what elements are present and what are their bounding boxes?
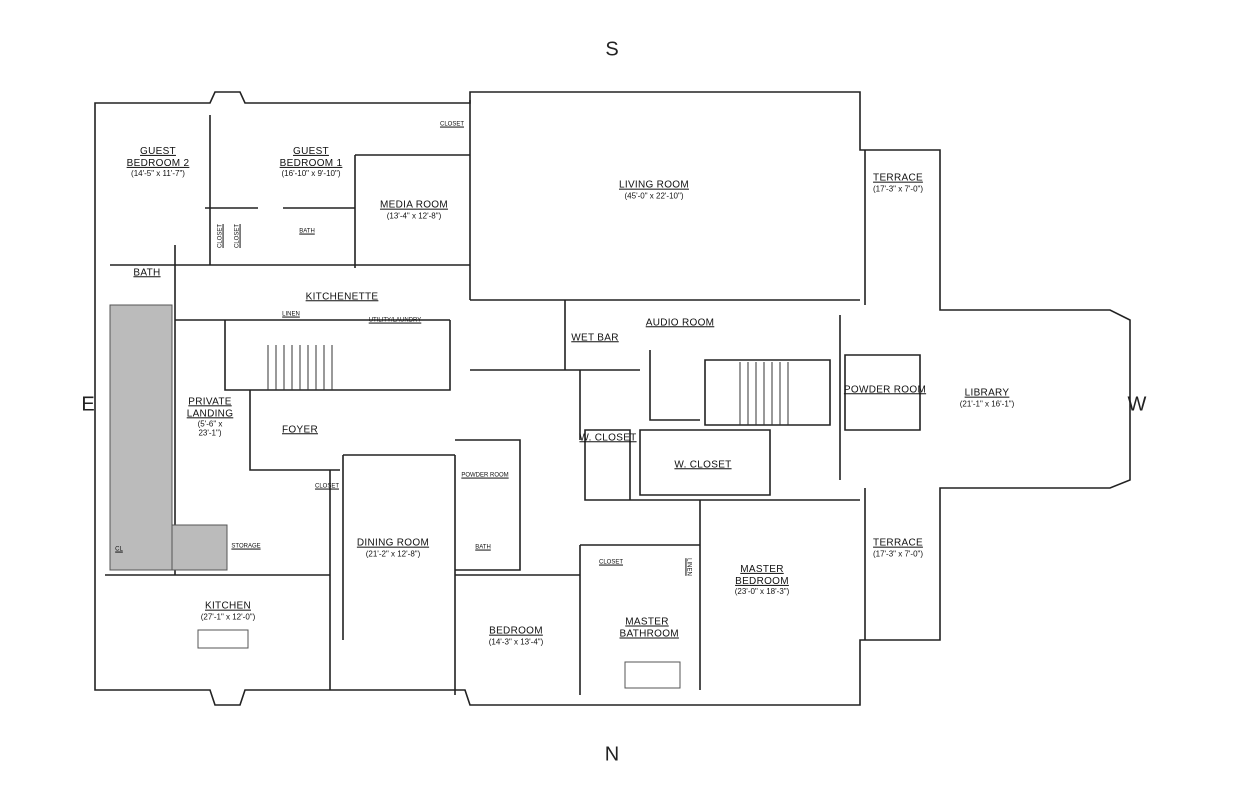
- room-name: GUEST BEDROOM 1: [279, 145, 343, 169]
- interior-walls: [105, 100, 921, 695]
- room-dims: (27'-1" x 12'-0"): [200, 612, 256, 622]
- room-guest-bedroom-2: GUEST BEDROOM 2(14'-5" x 11'-7"): [123, 146, 193, 178]
- room-dims: (23'-0" x 18'-3"): [734, 586, 790, 596]
- east-wall-hatch: [109, 304, 681, 689]
- room-name: LIVING ROOM: [619, 179, 689, 191]
- label-closet-2: CLOSET: [234, 223, 241, 249]
- room-name: TERRACE: [873, 537, 923, 549]
- room-audio-room: AUDIO ROOM: [645, 317, 715, 329]
- room-name: KITCHEN: [205, 600, 251, 612]
- label-closet-master: CLOSET: [598, 559, 624, 566]
- label-powder-room-small: POWDER ROOM: [461, 472, 509, 479]
- stairs: [267, 345, 789, 425]
- room-library: LIBRARY(21'-1" x 16'-1"): [960, 388, 1015, 409]
- room-bedroom: BEDROOM(14'-3" x 13'-4"): [489, 626, 544, 647]
- label-cl: CL: [115, 546, 123, 553]
- room-kitchenette: KITCHENETTE: [305, 291, 379, 303]
- room-guest-bedroom-1: GUEST BEDROOM 1(16'-10" x 9'-10"): [276, 146, 346, 178]
- room-dims: (21'-2" x 12'-8"): [365, 549, 421, 559]
- label-bath-small: BATH: [475, 544, 491, 551]
- room-terrace-top: TERRACE(17'-3" x 7'-0"): [873, 173, 923, 194]
- compass-north: N: [604, 743, 620, 766]
- room-powder-room: POWDER ROOM: [843, 384, 927, 396]
- room-w-closet-small: W. CLOSET: [579, 432, 637, 444]
- label-linen: LINEN: [282, 311, 300, 318]
- room-wet-bar: WET BAR: [571, 332, 619, 344]
- room-foyer: FOYER: [282, 424, 318, 436]
- label-bath-gb1: BATH: [299, 228, 315, 235]
- room-dims: (13'-4" x 12'-8"): [386, 211, 442, 221]
- room-kitchen: KITCHEN(27'-1" x 12'-0"): [201, 601, 256, 622]
- label-utility-laundry: UTILITY/LAUNDRY: [368, 317, 422, 324]
- exterior-wall: [94, 91, 1131, 706]
- room-dims: (5'-6" x 23'-1"): [197, 419, 223, 438]
- room-name: LIBRARY: [964, 387, 1010, 399]
- room-terrace-bottom: TERRACE(17'-3" x 7'-0"): [873, 538, 923, 559]
- room-name: MEDIA ROOM: [379, 199, 449, 211]
- label-linen-master: LINEN: [685, 558, 692, 576]
- room-dims: (17'-3" x 7'-0"): [872, 549, 924, 559]
- compass-south: S: [605, 38, 619, 61]
- room-name: BEDROOM: [489, 625, 543, 637]
- room-name: GUEST BEDROOM 2: [126, 145, 190, 169]
- room-master-bedroom: MASTER BEDROOM(23'-0" x 18'-3"): [732, 564, 792, 596]
- room-name: MASTER BEDROOM: [735, 563, 789, 587]
- room-name: DINING ROOM: [356, 537, 430, 549]
- room-dims: (14'-3" x 13'-4"): [488, 637, 544, 647]
- room-dims: (21'-1" x 16'-1"): [959, 399, 1015, 409]
- room-living-room: LIVING ROOM(45'-0" x 22'-10"): [619, 180, 689, 201]
- label-closet-foyer: CLOSET: [314, 483, 340, 490]
- room-dims: (16'-10" x 9'-10"): [281, 168, 341, 178]
- label-closet-1: CLOSET: [217, 223, 224, 249]
- room-dims: (14'-5" x 11'-7"): [131, 168, 185, 178]
- room-name: MASTER BATHROOM: [619, 616, 679, 640]
- compass-east: E: [81, 393, 95, 416]
- label-storage: STORAGE: [231, 543, 261, 550]
- room-bath: BATH: [133, 267, 161, 279]
- room-master-bathroom: MASTER BATHROOM: [619, 616, 679, 640]
- compass-west: W: [1127, 393, 1147, 416]
- room-dims: (45'-0" x 22'-10"): [624, 191, 684, 201]
- room-private-landing: PRIVATE LANDING(5'-6" x 23'-1"): [185, 396, 235, 437]
- room-name: TERRACE: [873, 172, 923, 184]
- room-w-closet-large: W. CLOSET: [674, 459, 732, 471]
- label-closet-media: CLOSET: [439, 121, 465, 128]
- room-dining-room: DINING ROOM(21'-2" x 12'-8"): [357, 538, 429, 559]
- room-media-room: MEDIA ROOM(13'-4" x 12'-8"): [380, 200, 448, 221]
- room-dims: (17'-3" x 7'-0"): [872, 184, 924, 194]
- room-name: PRIVATE LANDING: [186, 396, 234, 419]
